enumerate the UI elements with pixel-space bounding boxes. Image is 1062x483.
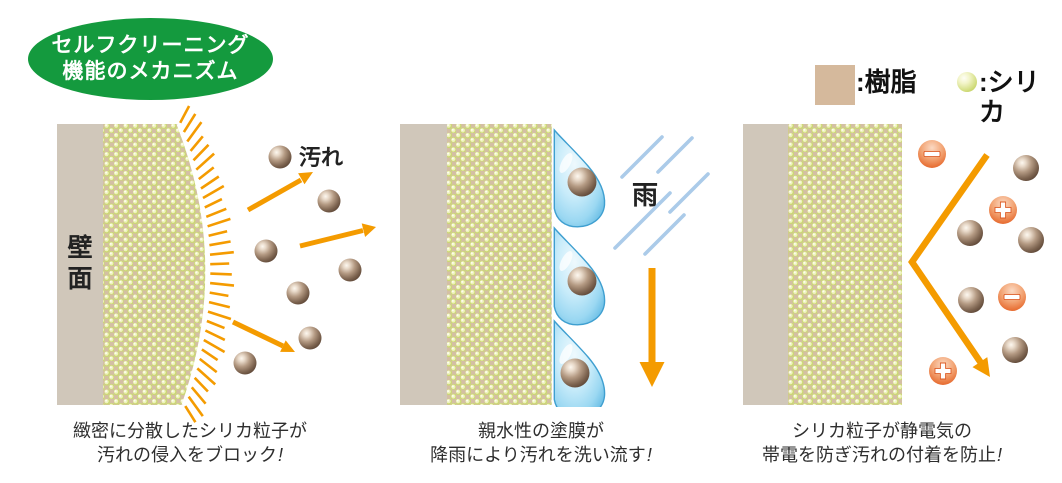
legend-resin-label: :樹脂 — [856, 67, 917, 97]
silica-coating — [103, 124, 207, 405]
panel3-antistatic — [743, 124, 1044, 405]
wall-substrate — [400, 124, 447, 405]
panel1-caption-line1: 緻密に分散したシリカ粒子が — [73, 421, 307, 441]
repel-arrowheads — [280, 172, 376, 352]
dirt-particle — [317, 189, 341, 213]
bristle-line — [209, 250, 234, 256]
rain-lines — [613, 135, 710, 256]
dirt-particle — [1002, 337, 1028, 363]
title-badge: セルフクリーニング 機能のメカニズム — [28, 18, 273, 100]
bristle-line — [203, 338, 226, 354]
bristle-line — [193, 376, 209, 393]
bristle-line — [208, 300, 231, 309]
bristle-line — [200, 175, 220, 190]
bristle-line — [182, 113, 197, 133]
plus-charge-icon — [989, 196, 1017, 224]
bristle-line — [205, 207, 227, 219]
bristle-line — [209, 281, 235, 287]
wall-label-char1: 壁 — [67, 234, 93, 262]
minus-charge-icon — [918, 140, 946, 168]
washed-dirt-particles — [560, 167, 597, 388]
panel3-caption-line2: 帯電を防ぎ汚れの付着を防止! — [761, 445, 1002, 465]
title-line2: 機能のメカニズム — [62, 60, 239, 83]
silica-coating — [447, 124, 554, 405]
panel2-caption: 親水性の塗膜が 降雨により汚れを洗い流す! — [371, 419, 711, 467]
bristle-line — [201, 348, 219, 362]
dirt-particle — [1013, 155, 1039, 181]
dirt-particles — [233, 145, 362, 375]
plus-charge-icon — [929, 357, 957, 385]
panel2-caption-line1: 親水性の塗膜が — [478, 421, 604, 441]
bounce-arrow — [908, 153, 990, 377]
bristle-line — [187, 395, 204, 417]
dirt-particle — [567, 167, 597, 197]
panel1-caption: 緻密に分散したシリカ粒子が 汚れの侵入をブロック! — [20, 419, 360, 467]
dirt-particle — [957, 220, 983, 246]
bristle-line — [206, 319, 225, 330]
panel1-block-mechanism — [57, 105, 376, 423]
bristle-line — [190, 386, 207, 405]
panel2-caption-line2: 降雨により汚れを洗い流す! — [430, 445, 652, 465]
bristle-line — [207, 310, 232, 321]
bristle-line — [204, 197, 223, 209]
bristle-line — [189, 135, 204, 152]
panel3-caption-line1: シリカ粒子が静電気の — [792, 421, 972, 441]
bristle-line — [210, 262, 230, 266]
dirt-particle — [286, 281, 310, 305]
minus-charge-icon — [998, 283, 1026, 311]
bristle-line — [192, 143, 210, 162]
legend-resin-swatch — [815, 65, 855, 105]
bristle-line — [198, 357, 218, 374]
wall-substrate — [743, 124, 788, 405]
wall-substrate — [57, 124, 103, 405]
dirt-particle — [254, 239, 278, 263]
bristle-line — [184, 405, 197, 423]
dirt-particle — [268, 145, 292, 169]
dirt-particle — [298, 326, 322, 350]
repel-arrows — [231, 177, 364, 349]
wall-label: 壁 面 — [62, 233, 98, 295]
dirt-particles — [957, 155, 1044, 363]
bristle-line — [196, 367, 217, 386]
bristle-line — [179, 105, 191, 124]
dirt-label: 汚れ — [299, 145, 344, 170]
bristle-line — [210, 272, 232, 276]
bristle-line — [195, 152, 215, 171]
dirt-particle — [567, 266, 597, 296]
bristle-fan — [179, 105, 235, 423]
bristle-line — [204, 329, 226, 342]
silica-coating — [788, 124, 902, 405]
rain-label: 雨 — [632, 180, 659, 210]
bristle-line — [202, 184, 225, 200]
legend-silica-sphere-icon — [957, 72, 977, 92]
panel1-caption-line2: 汚れの侵入をブロック! — [96, 445, 283, 465]
legend-silica-label: :シリカ — [979, 67, 1040, 127]
bristle-line — [208, 229, 228, 238]
bristle-line — [209, 291, 229, 298]
dirt-particle — [338, 258, 362, 282]
bristle-line — [186, 121, 203, 143]
coating-edge-highlight — [176, 123, 209, 406]
dirt-particle — [233, 351, 257, 375]
static-charges — [918, 140, 1026, 385]
bristle-line — [207, 217, 231, 228]
wall-label-char2: 面 — [67, 265, 93, 293]
panel2-rain-wash — [400, 124, 710, 407]
dirt-particle — [1018, 227, 1044, 253]
bristle-line — [197, 166, 215, 181]
wash-down-arrow — [639, 268, 665, 387]
dirt-particle — [560, 358, 590, 388]
title-line1: セルフクリーニング — [51, 34, 250, 57]
dirt-particle — [958, 287, 984, 313]
panel3-caption: シリカ粒子が静電気の 帯電を防ぎ汚れの付着を防止! — [712, 419, 1052, 467]
bristle-line — [209, 240, 231, 247]
